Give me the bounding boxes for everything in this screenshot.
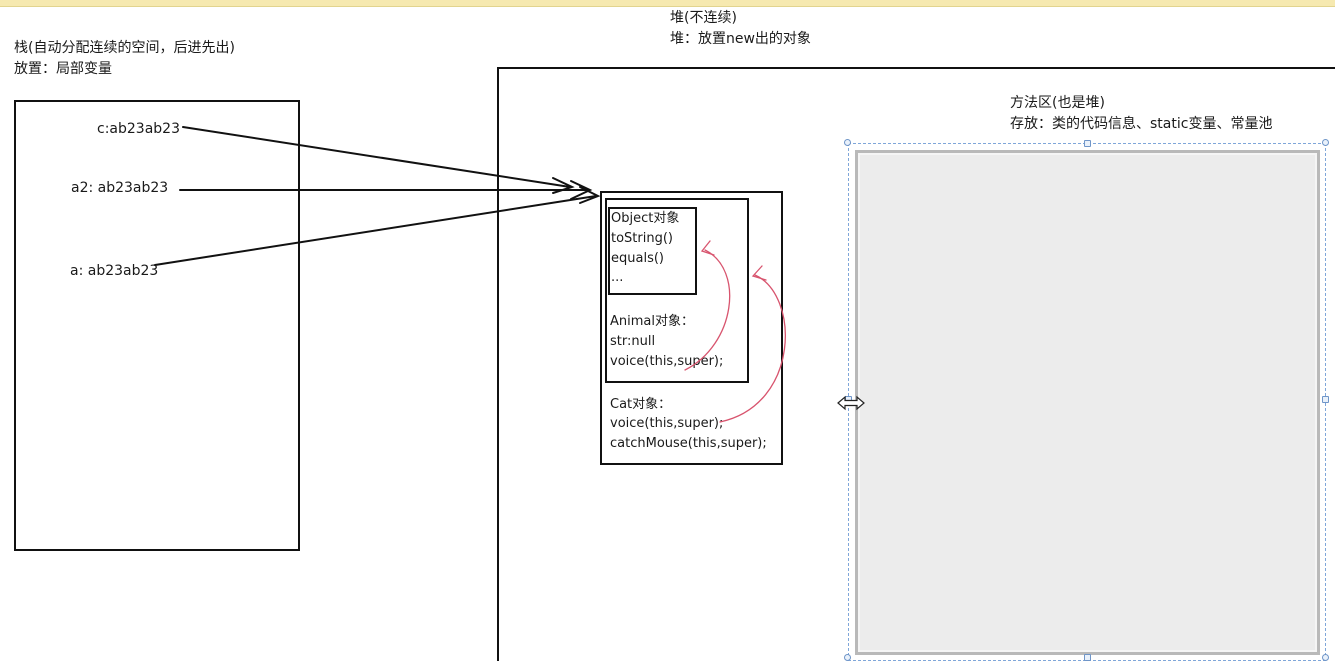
resize-handle-right-center[interactable] xyxy=(1322,396,1329,403)
cat-line-2: catchMouse(this,super); xyxy=(610,436,767,451)
stack-description: 放置：局部变量 xyxy=(14,61,112,77)
resize-handle-bottom-center[interactable] xyxy=(1084,654,1091,661)
resize-handle-top-center[interactable] xyxy=(1084,140,1091,147)
object-line-1: toString() xyxy=(611,231,673,246)
heap-title: 堆(不连续) xyxy=(670,10,737,26)
resize-handle-left-center[interactable] xyxy=(845,396,852,403)
top-notification-bar xyxy=(0,0,1335,7)
object-line-0: Object对象 xyxy=(611,211,680,226)
stack-var-a: a: ab23ab23 xyxy=(70,263,159,279)
resize-handle-top-right[interactable] xyxy=(1322,139,1329,146)
heap-box xyxy=(497,67,1335,661)
cat-line-1: voice(this,super); xyxy=(610,416,724,431)
stack-title: 栈(自动分配连续的空间，后进先出) xyxy=(14,40,235,56)
method-area-frame[interactable] xyxy=(855,150,1320,655)
stack-box xyxy=(14,100,300,551)
resize-handle-bottom-right[interactable] xyxy=(1322,654,1329,661)
resize-handle-bottom-left[interactable] xyxy=(844,654,851,661)
object-line-2: equals() xyxy=(611,251,664,266)
animal-line-0: Animal对象： xyxy=(610,314,694,329)
stack-var-a2: a2: ab23ab23 xyxy=(71,180,169,196)
method-area-title: 方法区(也是堆) xyxy=(1010,95,1105,111)
heap-description: 堆：放置new出的对象 xyxy=(670,31,811,47)
resize-handle-top-left[interactable] xyxy=(844,139,851,146)
object-line-3: ... xyxy=(611,270,624,285)
stack-var-c: c:ab23ab23 xyxy=(97,121,180,137)
method-area-description: 存放：类的代码信息、static变量、常量池 xyxy=(1010,116,1273,132)
animal-line-2: voice(this,super); xyxy=(610,354,724,369)
cat-line-0: Cat对象： xyxy=(610,397,672,412)
animal-line-1: str:null xyxy=(610,334,656,349)
